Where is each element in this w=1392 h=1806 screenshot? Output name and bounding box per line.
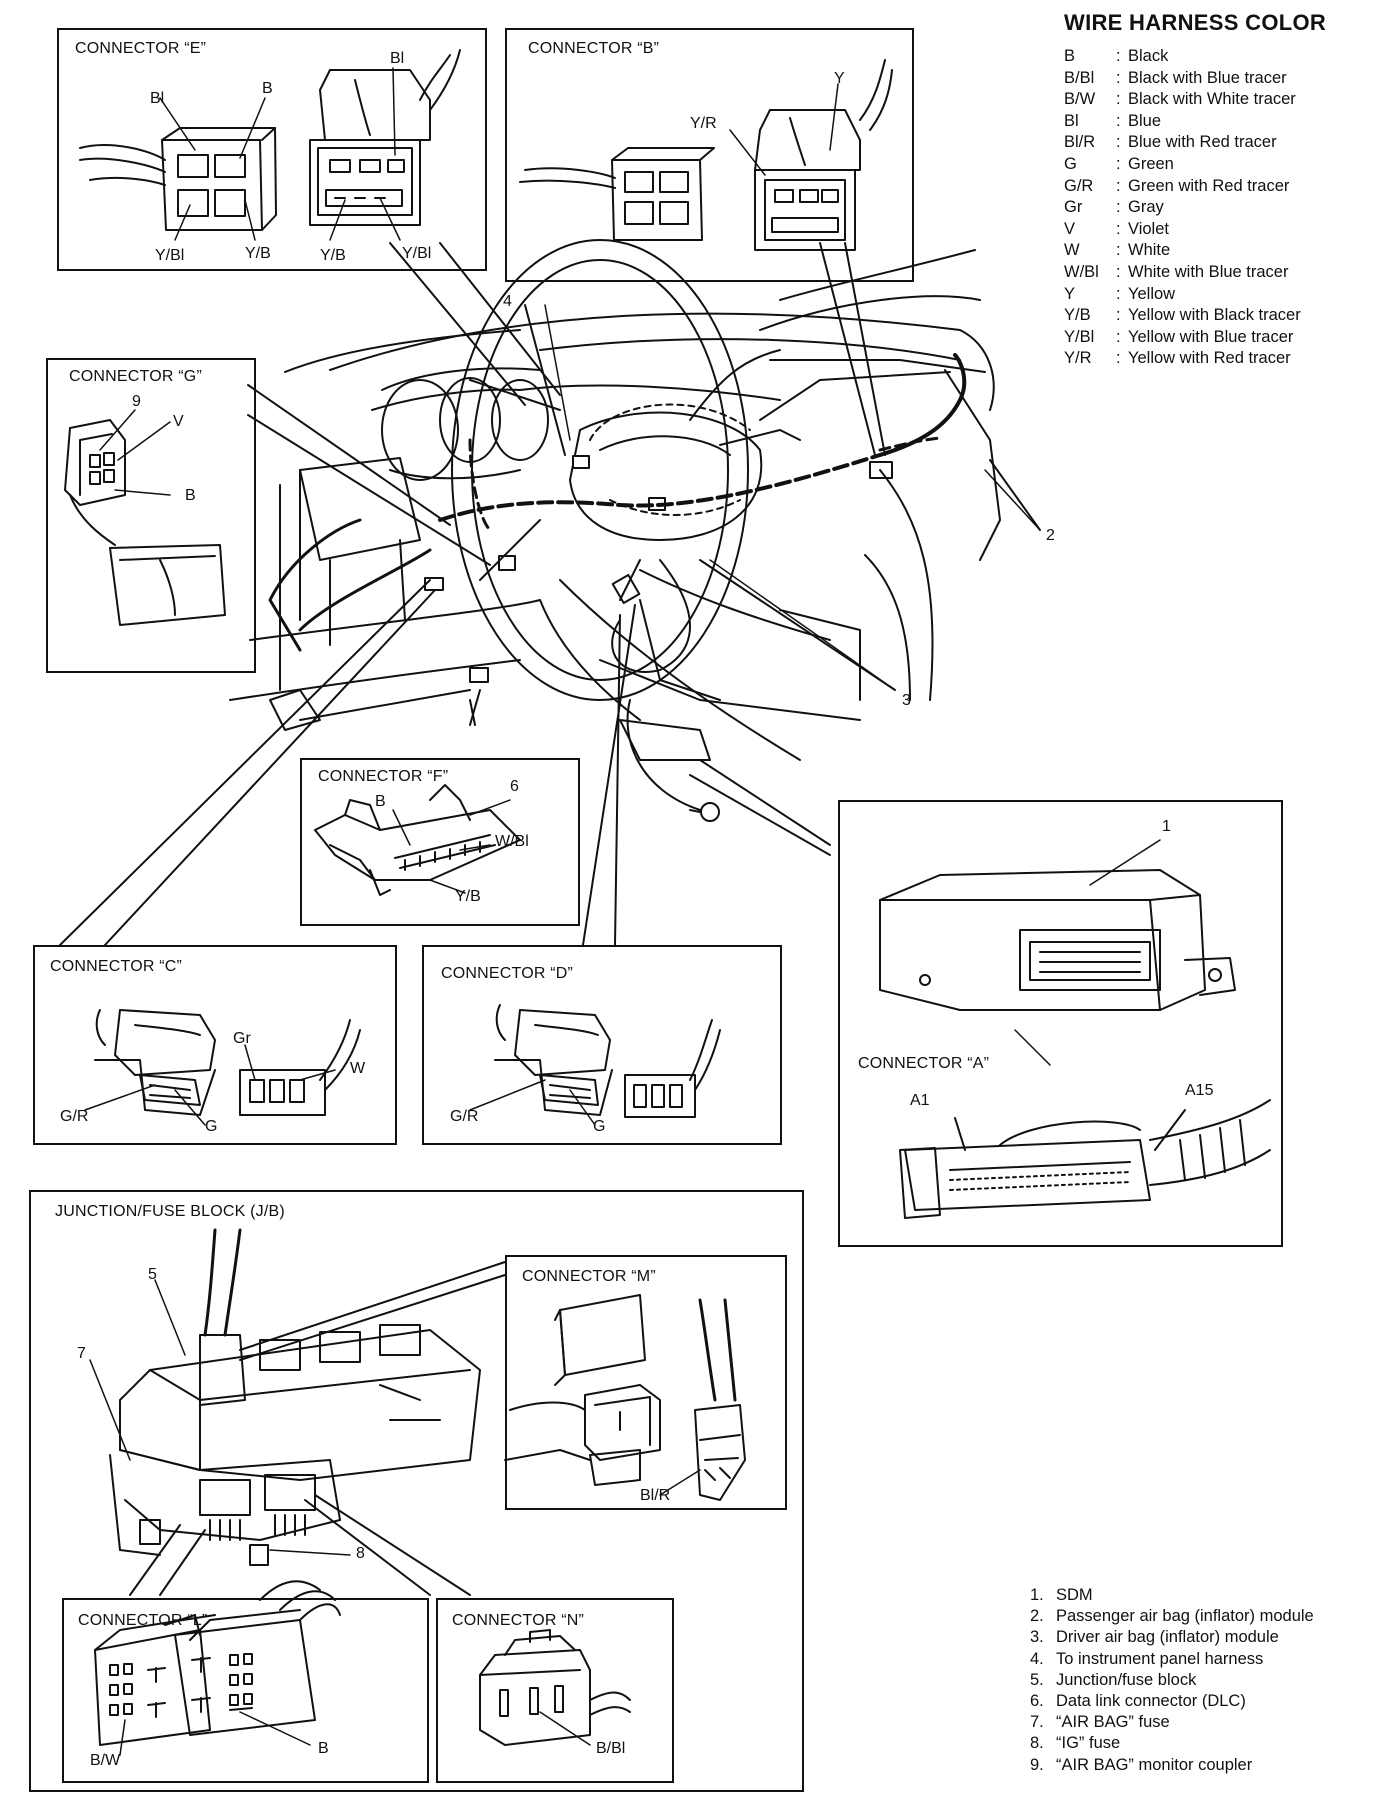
- label-d-g: G: [593, 1118, 606, 1135]
- label-f-b: B: [375, 793, 386, 810]
- parts-list-item: 6.Data link connector (DLC): [1030, 1692, 1246, 1711]
- label-g-b: B: [185, 487, 196, 504]
- connector-l-drawing: [94, 1580, 341, 1746]
- connector-c-box: [33, 945, 397, 1145]
- connector-n-drawing: [479, 1629, 631, 1746]
- label-f-6: 6: [510, 778, 519, 795]
- junction-block-title: JUNCTION/FUSE BLOCK (J/B): [55, 1203, 285, 1220]
- parts-list-item: 1.SDM: [1030, 1586, 1093, 1604]
- label-e-b: B: [262, 80, 273, 97]
- legend-row: Y:Yellow: [1064, 284, 1176, 303]
- callout-3: 3: [902, 692, 911, 709]
- junction-block-box: [29, 1190, 804, 1792]
- connector-m-title: CONNECTOR “M”: [522, 1268, 656, 1285]
- label-d-gr-r: G/R: [450, 1108, 479, 1125]
- connector-d-title: CONNECTOR “D”: [441, 965, 574, 982]
- label-f-wbl: W/Bl: [495, 833, 529, 850]
- parts-list-item: 7.“AIR BAG” fuse: [1030, 1713, 1170, 1732]
- connector-c-title: CONNECTOR “C”: [50, 958, 183, 975]
- label-c-w: W: [350, 1060, 366, 1077]
- connector-n-title: CONNECTOR “N”: [452, 1612, 585, 1629]
- label-a-1: 1: [1162, 818, 1171, 835]
- dashboard-illustration: [229, 239, 1001, 822]
- connector-f-title: CONNECTOR “F”: [318, 768, 449, 785]
- connector-n-box: [436, 1598, 674, 1783]
- connector-b-drawing: [519, 59, 893, 251]
- legend-row: Bl/R:Blue with Red tracer: [1064, 133, 1277, 152]
- connector-c-drawing: [94, 1009, 361, 1116]
- connector-f-drawing: [314, 784, 521, 896]
- legend-row: W/Bl:White with Blue tracer: [1064, 262, 1289, 281]
- parts-list: 1.SDM 2.Passenger air bag (inflator) mod…: [1030, 1585, 1380, 1776]
- connector-b-box: [505, 28, 914, 282]
- connector-l-box: [62, 1598, 429, 1783]
- leader-lines: [59, 242, 1041, 946]
- connector-f-box: [300, 758, 580, 926]
- label-jb-5: 5: [148, 1266, 157, 1283]
- connector-b-title: CONNECTOR “B”: [528, 40, 660, 57]
- legend-row: B:Black: [1064, 47, 1169, 65]
- label-a-a15: A15: [1185, 1082, 1214, 1099]
- label-jb-7: 7: [77, 1345, 86, 1362]
- callout-2: 2: [1046, 527, 1055, 544]
- parts-list-item: 5.Junction/fuse block: [1030, 1670, 1197, 1689]
- parts-list-item: 9.“AIR BAG” monitor coupler: [1030, 1755, 1253, 1774]
- label-e-bl-top: Bl: [390, 50, 405, 67]
- label-f-yb: Y/B: [455, 888, 481, 905]
- connector-a-box: [838, 800, 1283, 1247]
- label-c-gr-r: G/R: [60, 1108, 89, 1125]
- legend-row: B/Bl:Black with Blue tracer: [1064, 68, 1287, 87]
- legend-title: WIRE HARNESS COLOR: [1064, 10, 1327, 35]
- label-e-yb-left: Y/B: [245, 245, 271, 262]
- sdm-drawing: [879, 869, 1271, 1219]
- connector-d-drawing: [494, 1004, 721, 1118]
- connector-g-box: [46, 358, 256, 673]
- label-l-b: B: [318, 1740, 329, 1757]
- label-e-yb-right: Y/B: [320, 247, 346, 264]
- parts-list-item: 2.Passenger air bag (inflator) module: [1030, 1607, 1314, 1626]
- legend-row: W:White: [1064, 241, 1171, 260]
- label-jb-8: 8: [356, 1545, 365, 1562]
- label-b-y: Y: [834, 70, 845, 87]
- label-g-9: 9: [132, 393, 141, 410]
- legend-row: V:Violet: [1064, 219, 1169, 238]
- label-e-bl-left: Bl: [150, 90, 165, 107]
- label-e-ybl-left: Y/Bl: [155, 247, 185, 264]
- label-e-ybl-right: Y/Bl: [402, 245, 432, 262]
- label-g-v: V: [173, 413, 184, 430]
- legend-row: B/W:Black with White tracer: [1064, 90, 1296, 109]
- label-n-bbl: B/Bl: [596, 1740, 626, 1757]
- connector-g-title: CONNECTOR “G”: [69, 368, 202, 385]
- junction-block-drawing: [109, 1228, 506, 1596]
- connector-m-box: [505, 1255, 787, 1510]
- label-l-bw: B/W: [90, 1752, 121, 1769]
- label-a-a1: A1: [910, 1092, 930, 1109]
- label-pointers: [84, 67, 1161, 1756]
- parts-list-item: 8.“IG” fuse: [1030, 1734, 1121, 1753]
- connector-e-title: CONNECTOR “E”: [75, 40, 207, 57]
- wire-color-legend: WIRE HARNESS COLOR B:Black B/Bl:Black wi…: [1064, 10, 1384, 370]
- connector-d-box: [422, 945, 782, 1145]
- label-c-gr: Gr: [233, 1030, 251, 1047]
- connector-g-drawing: [64, 419, 226, 626]
- legend-row: Y/R:Yellow with Red tracer: [1064, 349, 1291, 368]
- legend-row: Bl:Blue: [1064, 111, 1162, 130]
- legend-row: Gr:Gray: [1064, 198, 1164, 217]
- label-b-yr: Y/R: [690, 115, 717, 132]
- legend-row: Y/B:Yellow with Black tracer: [1064, 306, 1301, 325]
- connector-m-drawing: [504, 1294, 746, 1501]
- label-m-blr: Bl/R: [640, 1487, 671, 1504]
- label-c-g: G: [205, 1118, 218, 1135]
- connector-l-title: CONNECTOR “L”: [78, 1612, 208, 1629]
- callout-4: 4: [503, 293, 512, 310]
- parts-list-item: 3.Driver air bag (inflator) module: [1030, 1628, 1279, 1647]
- connector-e-drawing: [79, 49, 461, 231]
- parts-list-item: 4.To instrument panel harness: [1030, 1649, 1264, 1668]
- legend-row: Y/Bl:Yellow with Blue tracer: [1064, 327, 1294, 346]
- legend-row: G/R:Green with Red tracer: [1064, 176, 1290, 195]
- connector-a-title: CONNECTOR “A”: [858, 1055, 990, 1072]
- legend-row: G:Green: [1064, 154, 1174, 173]
- connector-e-box: [57, 28, 487, 271]
